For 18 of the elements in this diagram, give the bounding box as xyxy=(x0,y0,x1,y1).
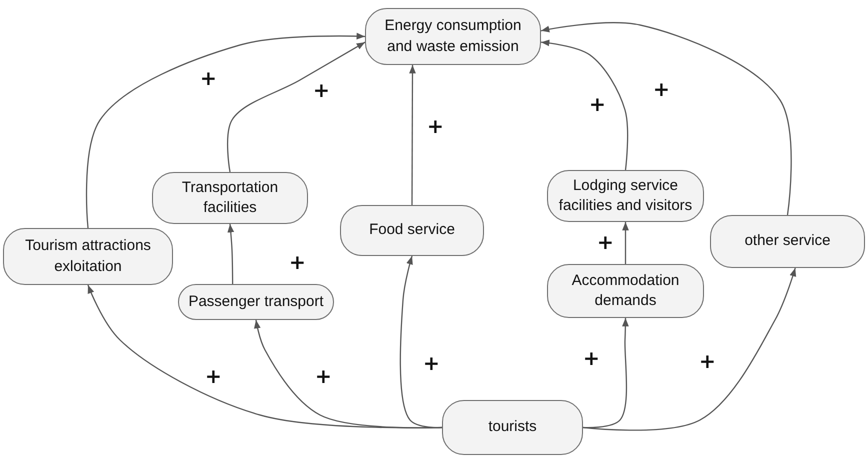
rounded-box: Transportation facilities xyxy=(152,172,308,224)
rounded-box: Energy consumption and waste emission xyxy=(365,8,541,65)
arrow xyxy=(227,224,234,284)
rounded-box: Lodging service facilities and visitors xyxy=(547,170,704,222)
rounded-box: Tourism attractions exloitation xyxy=(3,228,173,285)
arrow xyxy=(86,32,366,228)
arrow xyxy=(227,42,366,172)
arrow xyxy=(400,256,442,428)
arrow xyxy=(409,65,416,205)
arrow xyxy=(540,40,628,170)
rounded-box: Passenger transport xyxy=(178,284,334,320)
rounded-box: Food service xyxy=(340,205,484,256)
arrow xyxy=(622,222,629,264)
rounded-box: other service xyxy=(710,215,865,268)
arrow xyxy=(540,22,792,216)
rounded-box: Accommodation demands xyxy=(547,264,704,318)
arrow xyxy=(582,268,796,431)
rounded-box: tourists xyxy=(442,400,583,455)
